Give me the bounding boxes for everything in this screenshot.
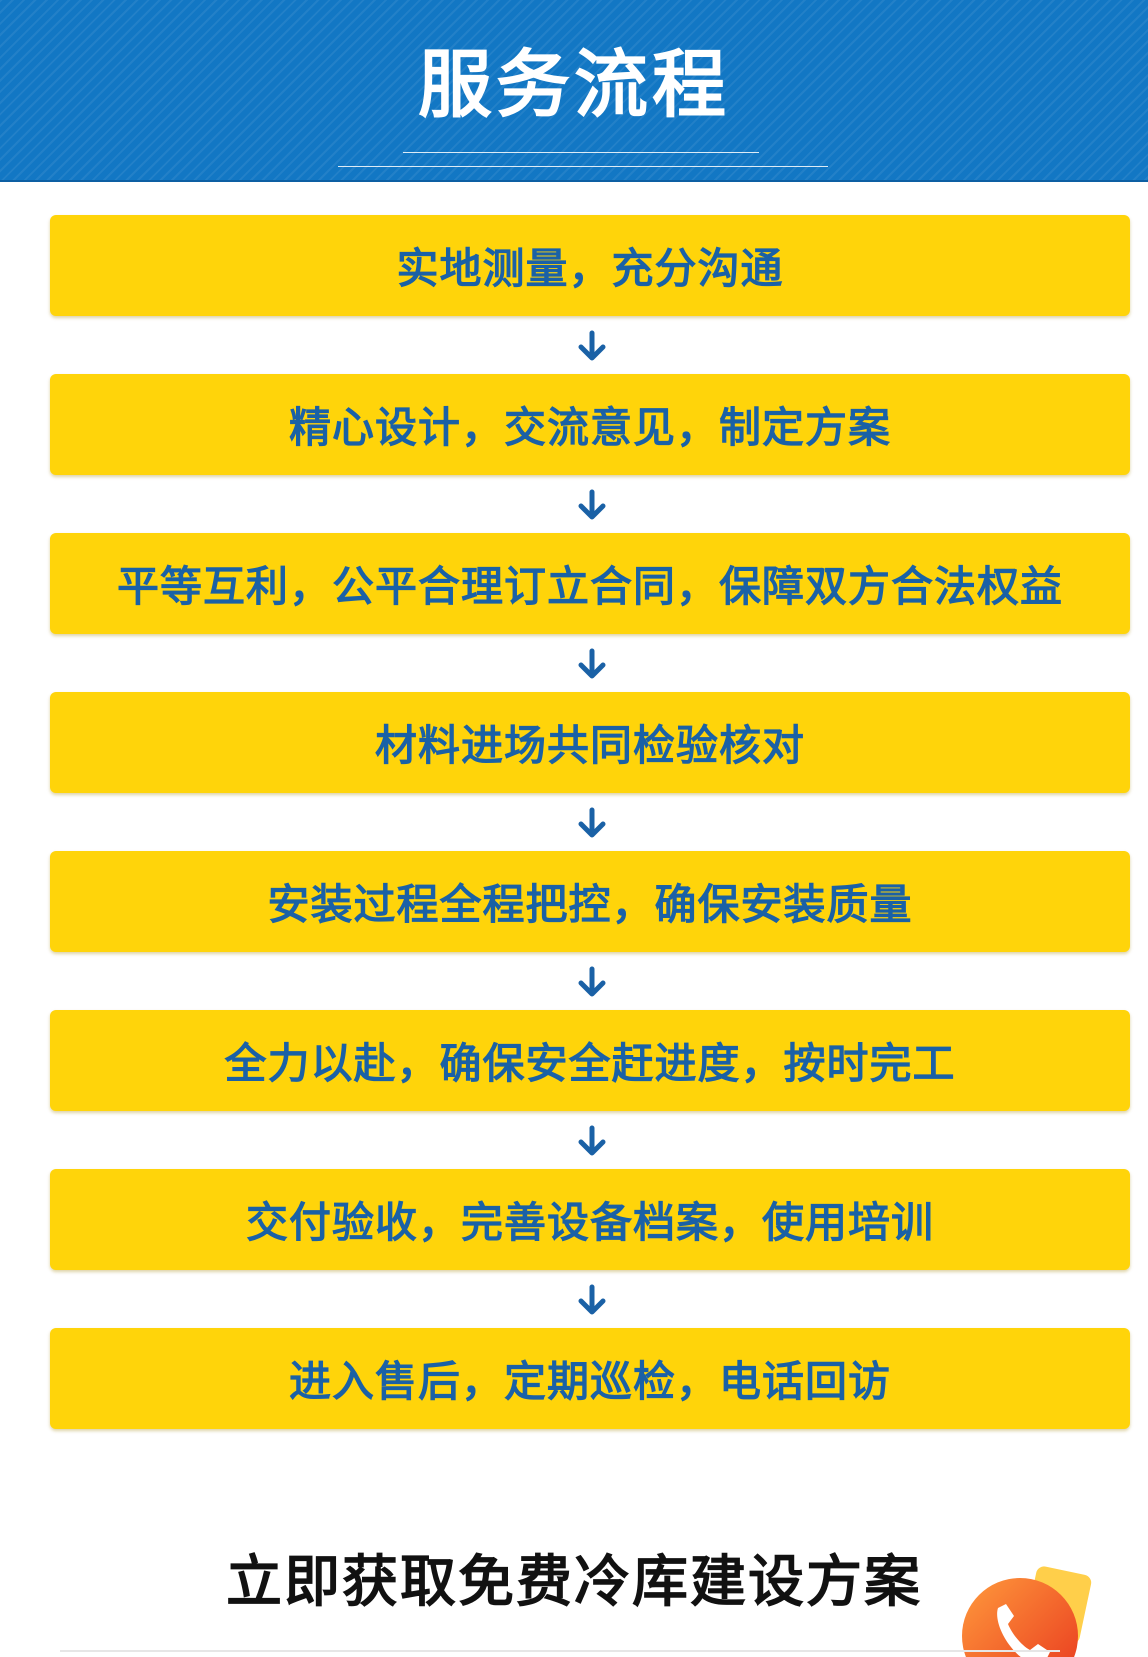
step-label: 材料进场共同检验核对 (374, 721, 805, 770)
step-6-completion: 全力以赴，确保安全赶进度，按时完工 (50, 1010, 1130, 1111)
process-steps: 实地测量，充分沟通 精心设计，交流意见，制定方案 平等互利，公平合理订立合同，保… (50, 215, 1130, 1429)
header-banner: 服务流程 (0, 0, 1148, 182)
down-arrow-icon (50, 952, 1130, 1010)
down-arrow-icon (50, 793, 1130, 851)
title-underline-wide (338, 166, 828, 167)
step-label: 交付验收，完善设备档案，使用培训 (245, 1198, 934, 1247)
step-2-design: 精心设计，交流意见，制定方案 (50, 374, 1130, 475)
step-label: 实地测量，充分沟通 (396, 244, 784, 293)
step-label: 精心设计，交流意见，制定方案 (288, 403, 891, 452)
arrow-down-icon (578, 1125, 606, 1156)
step-4-materials: 材料进场共同检验核对 (50, 692, 1130, 793)
down-arrow-icon (50, 1270, 1130, 1328)
step-1-measure: 实地测量，充分沟通 (50, 215, 1130, 316)
arrow-down-icon (578, 330, 606, 361)
step-5-installation: 安装过程全程把控，确保安装质量 (50, 851, 1130, 952)
down-arrow-icon (50, 634, 1130, 692)
arrow-down-icon (578, 807, 606, 838)
page-title: 服务流程 (418, 42, 730, 128)
bottom-divider (60, 1650, 1060, 1652)
step-label: 进入售后，定期巡检，电话回访 (288, 1357, 891, 1406)
down-arrow-icon (50, 475, 1130, 533)
step-label: 安装过程全程把控，确保安装质量 (267, 880, 913, 929)
arrow-down-icon (578, 966, 606, 997)
phone-icon[interactable] (958, 1560, 1128, 1657)
step-8-after-sales: 进入售后，定期巡检，电话回访 (50, 1328, 1130, 1429)
step-3-contract: 平等互利，公平合理订立合同，保障双方合法权益 (50, 533, 1130, 634)
title-underline (403, 152, 759, 153)
arrow-down-icon (578, 489, 606, 520)
free-plan-cta[interactable]: 立即获取免费冷库建设方案 (226, 1550, 922, 1615)
down-arrow-icon (50, 316, 1130, 374)
down-arrow-icon (50, 1111, 1130, 1169)
arrow-down-icon (578, 648, 606, 679)
step-label: 平等互利，公平合理订立合同，保障双方合法权益 (116, 562, 1063, 611)
step-label: 全力以赴，确保安全赶进度，按时完工 (224, 1039, 956, 1088)
arrow-down-icon (578, 1284, 606, 1315)
step-7-acceptance: 交付验收，完善设备档案，使用培训 (50, 1169, 1130, 1270)
